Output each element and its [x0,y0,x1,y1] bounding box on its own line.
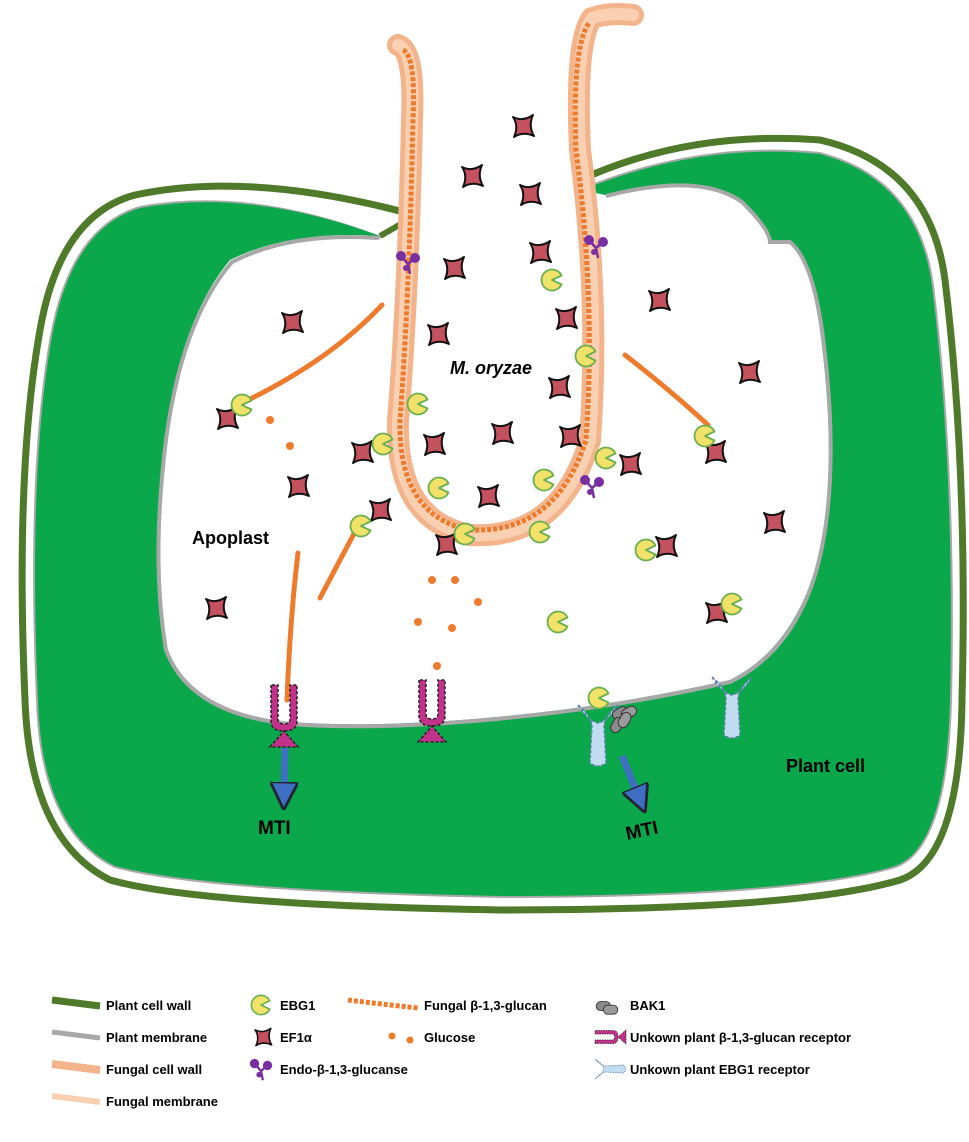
ef1a [656,535,677,557]
ef1a [492,422,513,444]
glucose [428,576,436,584]
ef1a [206,597,227,619]
legend-swatch-glucose [407,1037,414,1044]
ef1a [520,183,541,205]
glucose [433,662,441,670]
legend-swatch-glucose [389,1033,396,1040]
ef1a [352,441,373,463]
legend: Plant cell wall Plant membrane Fungal ce… [52,995,851,1109]
ebg1 [636,540,656,561]
ef1a [549,376,570,398]
legend-swatch-ef1a [255,1028,272,1045]
glucan-chain [248,305,382,400]
legend-swatch-ebg1 [251,995,269,1014]
legend-swatch-plant-cell-wall [52,1000,100,1006]
ef1a [560,425,581,447]
glucanase [580,475,604,498]
ef1a [739,361,760,383]
ef1a [478,485,499,507]
plant-cell-label: Plant cell [786,756,865,776]
legend-swatch-ebg1-receptor [595,1059,626,1079]
legend-ebg1-receptor: Unkown plant EBG1 receptor [630,1062,810,1077]
legend-swatch-plant-membrane [52,1032,100,1038]
ebg1 [408,394,428,415]
plant-membrane-inner [159,185,831,726]
legend-swatch-fungal-cell-wall [52,1064,100,1070]
ebg1 [429,478,449,499]
glucose [451,576,459,584]
legend-glucanase: Endo-β-1,3-glucanse [280,1062,408,1077]
ef1a [444,257,465,279]
glucose [474,598,482,606]
ebg1 [351,516,371,537]
legend-fungal-membrane: Fungal membrane [106,1094,218,1109]
ef1a [424,433,445,455]
legend-swatch-glucan-receptor [595,1030,626,1044]
organism-label: M. oryzae [450,358,532,378]
legend-swatch-fungal-membrane [52,1096,100,1102]
ef1a [620,453,641,475]
legend-plant-membrane: Plant membrane [106,1030,207,1045]
glucan-chain [287,553,298,700]
legend-swatch-bak1 [596,1002,618,1015]
ebg1 [695,426,715,447]
mti-arrow-left [284,748,285,796]
mti-left-label: MTI [258,818,291,839]
ebg1 [530,522,550,543]
ef1a [288,475,309,497]
glucose [286,442,294,450]
glucan-chain [625,355,708,425]
ef1a [282,311,303,333]
legend-ef1a: EF1α [280,1030,312,1045]
legend-glucan-receptor: Unkown plant β-1,3-glucan receptor [630,1030,851,1045]
ebg1 [722,594,742,615]
ef1a [556,307,577,329]
ebg1 [542,270,562,291]
legend-glucose: Glucose [424,1030,475,1045]
legend-fungal-glucan: Fungal β-1,3-glucan [424,998,547,1013]
glucose [448,624,456,632]
ebg1 [596,448,616,469]
ebg1 [548,612,568,633]
legend-swatch-glucanase [250,1059,272,1080]
ebg1 [589,688,609,709]
ef1a [462,165,483,187]
ef1a [764,511,785,533]
ef1a [530,241,551,263]
glucose [266,416,274,424]
glucan-chain [320,528,357,598]
ebg1 [534,470,554,491]
legend-fungal-cell-wall: Fungal cell wall [106,1062,202,1077]
legend-ebg1: EBG1 [280,998,315,1013]
ef1a [428,323,449,345]
apoplast-label: Apoplast [192,528,269,548]
ef1a [649,289,670,311]
legend-swatch-glucan [348,1000,418,1008]
ef1a [513,115,534,137]
legend-plant-cell-wall: Plant cell wall [106,998,191,1013]
legend-bak1: BAK1 [630,998,665,1013]
ef1a [370,499,391,521]
ebg1 [232,395,252,416]
glucose [414,618,422,626]
